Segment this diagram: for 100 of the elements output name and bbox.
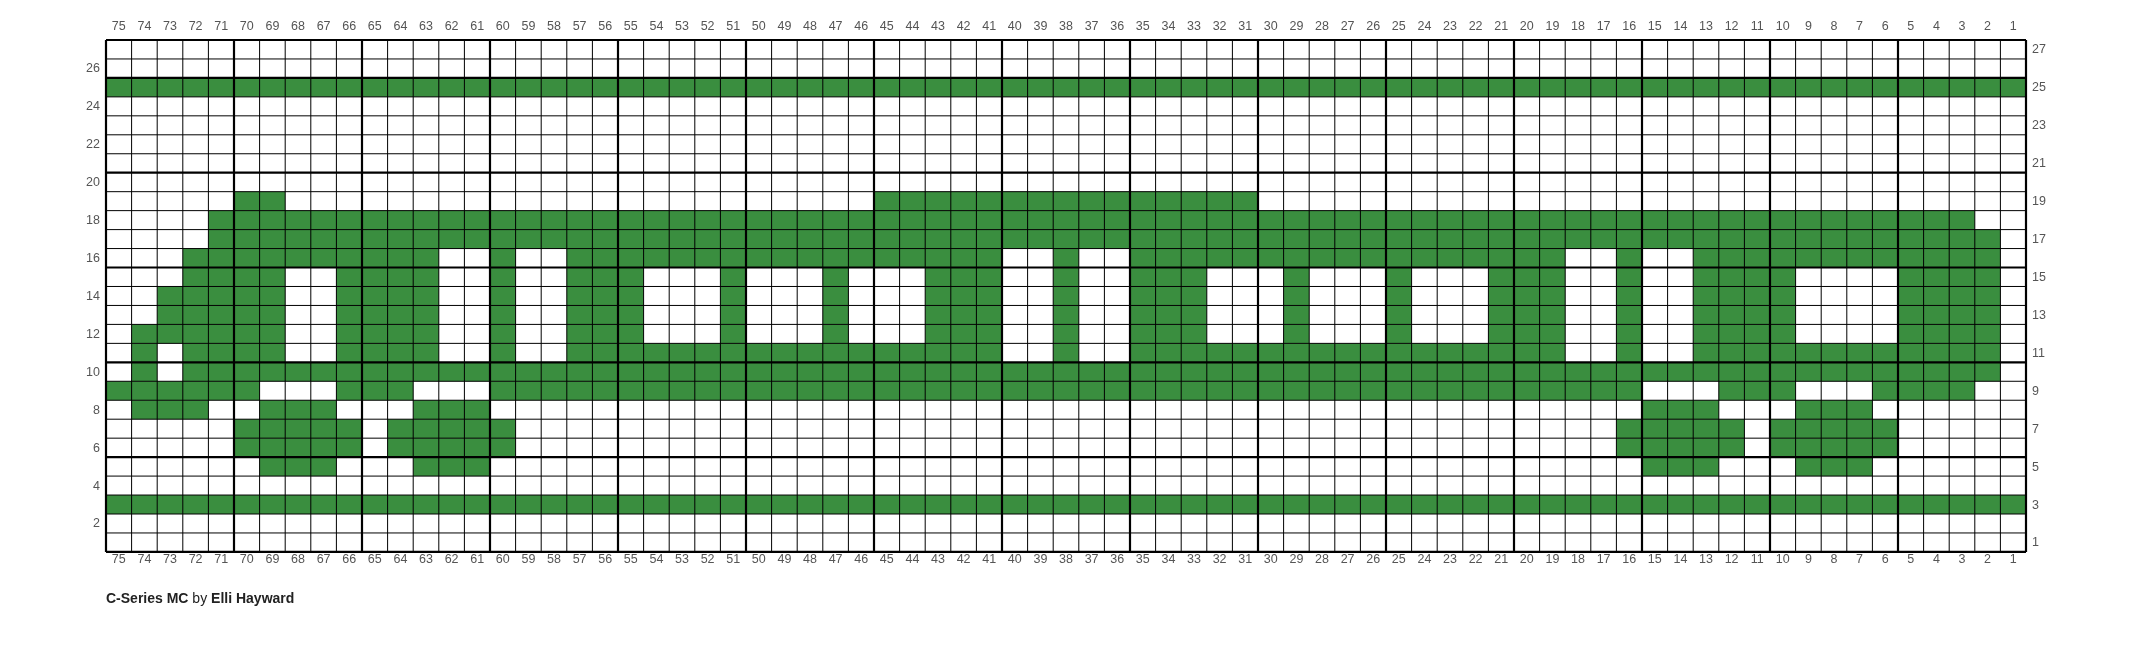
column-number: 41 xyxy=(982,19,997,33)
column-number: 37 xyxy=(1084,552,1099,566)
column-number: 14 xyxy=(1673,19,1688,33)
row-number: 26 xyxy=(86,61,100,76)
column-number: 55 xyxy=(623,19,638,33)
column-number: 70 xyxy=(239,19,254,33)
column-number: 25 xyxy=(1391,552,1406,566)
column-number: 13 xyxy=(1699,552,1713,566)
column-number: 37 xyxy=(1084,19,1099,33)
column-number: 15 xyxy=(1647,19,1662,33)
column-number: 26 xyxy=(1366,19,1381,33)
column-number: 7 xyxy=(1856,552,1864,566)
column-number: 74 xyxy=(137,19,152,33)
column-number: 53 xyxy=(675,552,689,566)
row-number: 17 xyxy=(2032,232,2046,247)
row-number: 18 xyxy=(86,213,100,228)
column-number: 63 xyxy=(419,19,433,33)
column-number: 52 xyxy=(700,19,715,33)
column-number: 40 xyxy=(1007,19,1022,33)
column-number: 1 xyxy=(2009,552,2017,566)
row-number: 15 xyxy=(2032,270,2046,284)
column-number: 3 xyxy=(1958,19,1966,33)
column-number: 67 xyxy=(316,552,331,566)
column-number: 45 xyxy=(879,552,894,566)
column-number: 71 xyxy=(214,19,229,33)
column-number: 15 xyxy=(1647,552,1662,566)
column-number: 64 xyxy=(393,552,408,566)
row-number: 16 xyxy=(86,251,100,266)
column-number: 69 xyxy=(265,552,280,566)
row-number: 11 xyxy=(2032,345,2045,360)
column-number: 55 xyxy=(623,552,638,566)
column-number: 66 xyxy=(342,19,357,33)
column-number: 3 xyxy=(1958,552,1966,566)
column-number: 8 xyxy=(1830,552,1838,566)
column-number: 4 xyxy=(1932,552,1940,566)
column-number: 16 xyxy=(1622,552,1637,566)
column-number: 64 xyxy=(393,19,408,33)
column-number: 47 xyxy=(828,552,843,566)
column-number: 17 xyxy=(1596,19,1611,33)
column-number: 19 xyxy=(1545,552,1560,566)
column-number: 6 xyxy=(1881,19,1889,33)
column-number: 35 xyxy=(1135,552,1150,566)
column-number: 32 xyxy=(1212,19,1227,33)
column-number: 34 xyxy=(1161,19,1176,33)
column-number: 53 xyxy=(675,19,689,33)
column-number: 20 xyxy=(1519,552,1534,566)
column-number: 58 xyxy=(547,19,561,33)
column-number: 8 xyxy=(1830,19,1838,33)
row-number: 25 xyxy=(2032,80,2046,95)
row-number: 27 xyxy=(2032,42,2046,57)
row-number: 3 xyxy=(2032,497,2039,512)
column-number: 12 xyxy=(1724,19,1739,33)
column-number: 18 xyxy=(1571,19,1585,33)
column-number: 44 xyxy=(905,552,920,566)
column-number: 24 xyxy=(1417,19,1432,33)
column-number: 21 xyxy=(1494,19,1509,33)
column-number: 23 xyxy=(1443,19,1457,33)
row-number: 19 xyxy=(2032,194,2046,209)
column-number: 70 xyxy=(239,552,254,566)
column-number: 39 xyxy=(1033,552,1048,566)
row-number: 14 xyxy=(86,288,100,303)
column-number: 25 xyxy=(1391,19,1406,33)
column-number: 75 xyxy=(111,19,126,33)
column-number: 22 xyxy=(1468,552,1483,566)
column-number: 56 xyxy=(598,552,613,566)
column-number: 48 xyxy=(803,552,817,566)
column-number: 40 xyxy=(1007,552,1022,566)
column-number: 71 xyxy=(214,552,229,566)
column-number: 42 xyxy=(956,552,971,566)
row-number: 24 xyxy=(86,99,100,114)
row-number: 20 xyxy=(86,175,100,190)
column-number: 52 xyxy=(700,552,715,566)
column-number: 30 xyxy=(1263,552,1278,566)
column-number: 51 xyxy=(726,19,741,33)
column-number: 59 xyxy=(521,19,536,33)
column-number: 21 xyxy=(1494,552,1509,566)
column-number: 33 xyxy=(1187,19,1201,33)
column-number: 57 xyxy=(572,19,587,33)
row-number: 9 xyxy=(2032,383,2039,398)
column-number: 65 xyxy=(367,552,382,566)
column-number: 4 xyxy=(1932,19,1940,33)
column-number: 35 xyxy=(1135,19,1150,33)
column-number: 24 xyxy=(1417,552,1432,566)
column-number: 67 xyxy=(316,19,331,33)
column-number: 1 xyxy=(2009,19,2017,33)
row-number: 8 xyxy=(93,402,100,417)
row-number: 21 xyxy=(2032,156,2046,171)
column-number: 48 xyxy=(803,19,817,33)
column-number: 33 xyxy=(1187,552,1201,566)
column-number: 31 xyxy=(1238,552,1253,566)
column-number: 10 xyxy=(1775,552,1790,566)
column-number: 27 xyxy=(1340,19,1355,33)
row-number: 22 xyxy=(86,137,100,152)
column-number: 31 xyxy=(1238,19,1253,33)
column-number: 12 xyxy=(1724,552,1739,566)
column-number: 42 xyxy=(956,19,971,33)
column-number: 36 xyxy=(1110,552,1125,566)
column-number: 7 xyxy=(1856,19,1864,33)
column-number: 47 xyxy=(828,19,843,33)
column-number: 9 xyxy=(1804,552,1812,566)
